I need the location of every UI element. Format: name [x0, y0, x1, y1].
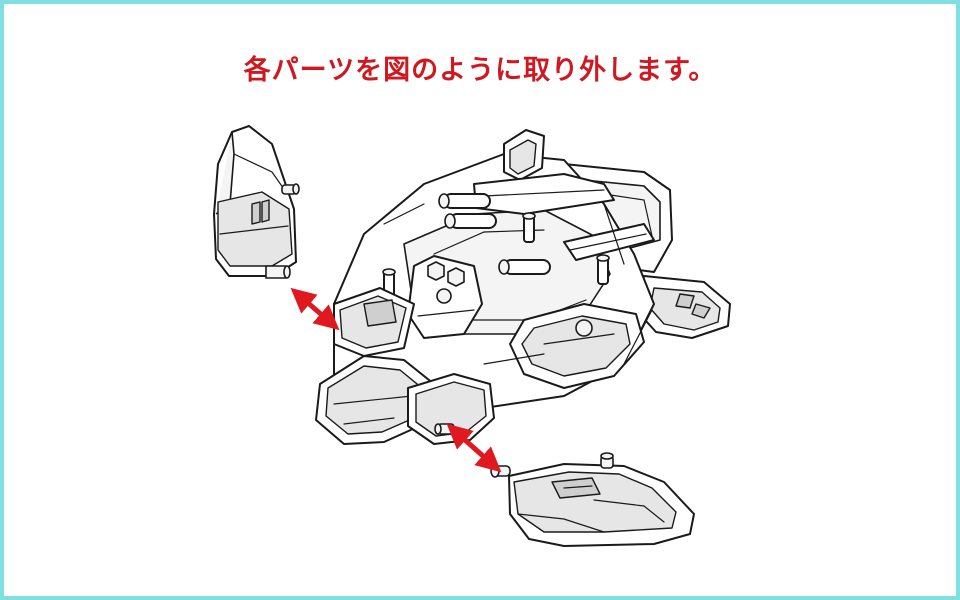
detached-part-left — [213, 125, 300, 279]
removal-arrow-right — [446, 423, 502, 473]
removal-arrow-left — [290, 287, 340, 331]
main-body — [315, 129, 731, 445]
assembly-diagram — [213, 125, 731, 547]
instruction-text: 各パーツを図のように取り外します。 — [243, 55, 717, 86]
detached-part-right — [490, 452, 695, 547]
